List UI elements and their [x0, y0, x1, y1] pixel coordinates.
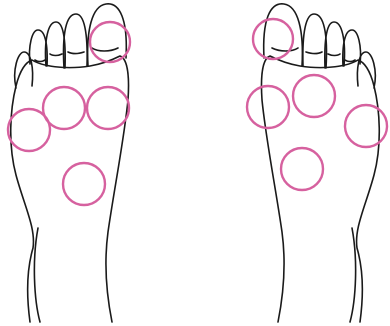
right-foot: [261, 4, 379, 322]
right-foot-marker-arch: [281, 148, 323, 190]
right-foot-marker-ball-middle: [293, 75, 335, 117]
right-foot-marker-ball-outer: [345, 105, 387, 147]
left-foot-sole-outline: [11, 56, 129, 322]
left-foot-toe-3: [45, 22, 65, 68]
left-foot-marker-arch: [63, 163, 105, 205]
right-foot-marker-big-toe: [253, 19, 293, 59]
left-foot-marker-ball-inner: [87, 87, 129, 129]
left-foot: [11, 4, 129, 322]
right-foot-toe-3: [325, 22, 345, 68]
right-foot-sole-outline: [261, 56, 379, 322]
right-foot-heel-line: [350, 228, 356, 322]
right-foot-toe-2: [303, 14, 327, 68]
left-foot-marker-ball-middle: [43, 87, 85, 129]
left-foot-toe-2: [64, 14, 88, 68]
right-foot-marker-ball-inner: [247, 86, 289, 128]
left-foot-marker-big-toe: [90, 22, 130, 62]
left-foot-heel-line: [34, 228, 40, 322]
